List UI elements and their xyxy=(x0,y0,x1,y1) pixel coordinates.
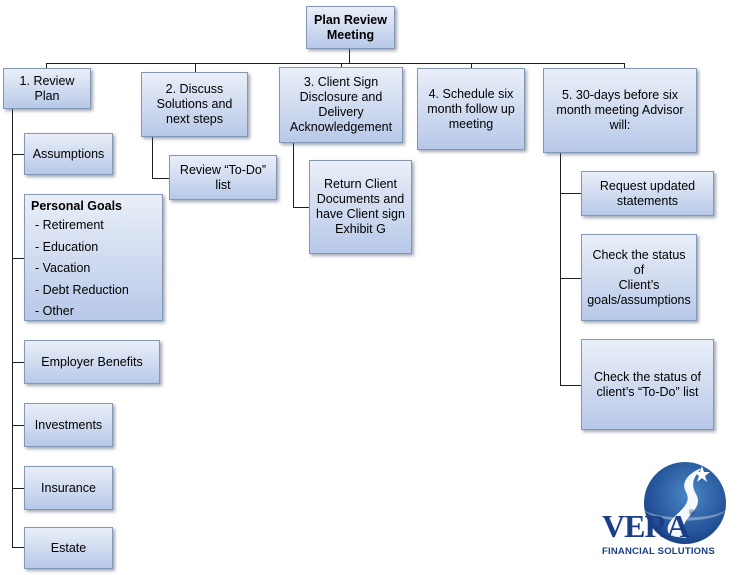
goal-item: - Debt Reduction xyxy=(35,282,129,297)
goal-item: - Education xyxy=(35,239,99,254)
branch-discuss-solutions: 2. Discuss Solutions and next steps xyxy=(141,72,248,137)
node-check-client-todo: Check the status of client’s “To-Do” lis… xyxy=(581,339,714,430)
connector-top-bar xyxy=(46,63,624,64)
connector-estate xyxy=(12,547,24,548)
node-review-todo-list: Review “To-Do” list xyxy=(169,155,277,200)
connector-employer-benefits xyxy=(12,362,24,363)
node-request-statements: Request updated statements xyxy=(581,171,714,216)
connector-discuss-spine xyxy=(152,137,153,178)
vera-globe-icon xyxy=(644,462,726,544)
connector-request-statements xyxy=(560,193,581,194)
node-assumptions: Assumptions xyxy=(24,133,113,175)
logo-wordmark: VERA® xyxy=(602,508,695,545)
connector-branch-4 xyxy=(471,63,472,68)
logo-wordmark-text: VERA xyxy=(602,508,690,544)
root-node-plan-review-meeting: Plan Review Meeting xyxy=(306,6,395,49)
connector-review-plan-spine xyxy=(12,109,13,548)
connector-client-sign-spine xyxy=(293,143,294,207)
node-personal-goals: Personal Goals - Retirement - Education … xyxy=(24,194,163,321)
branch-30-days-before: 5. 30-days before six month meeting Advi… xyxy=(543,68,697,153)
vera-financial-logo: VERA® FINANCIAL SOLUTIONS xyxy=(598,458,736,570)
connector-return-docs xyxy=(293,207,309,208)
node-estate: Estate xyxy=(24,527,113,569)
connector-assumptions xyxy=(12,154,24,155)
connector-branch-2 xyxy=(195,63,196,72)
connector-branch-5 xyxy=(624,63,625,68)
personal-goals-title: Personal Goals xyxy=(31,199,123,213)
branch-review-plan: 1. Review Plan xyxy=(3,68,91,109)
connector-30days-spine xyxy=(560,153,561,385)
connector-check-todo xyxy=(560,385,581,386)
goal-item: - Vacation xyxy=(35,261,91,275)
branch-client-sign-disclosure: 3. Client Sign Disclosure and Delivery A… xyxy=(279,67,403,143)
connector-root-down xyxy=(349,49,350,63)
goal-item: - Other xyxy=(35,304,74,318)
logo-registered-mark: ® xyxy=(688,508,695,517)
connector-branch-1 xyxy=(46,63,47,68)
logo-tagline: FINANCIAL SOLUTIONS xyxy=(602,546,715,557)
node-return-client-documents: Return Client Documents and have Client … xyxy=(309,160,412,254)
connector-branch-3 xyxy=(341,63,342,67)
branch-schedule-follow-up: 4. Schedule six month follow up meeting xyxy=(417,68,525,150)
node-investments: Investments xyxy=(24,403,113,447)
goal-item: - Retirement xyxy=(35,218,104,232)
node-check-client-goals: Check the status of Client’s goals/assum… xyxy=(581,234,697,321)
connector-insurance xyxy=(12,488,24,489)
connector-personal-goals xyxy=(12,258,24,259)
connector-check-goals xyxy=(560,278,581,279)
node-insurance: Insurance xyxy=(24,466,113,510)
connector-todo xyxy=(152,178,169,179)
connector-investments xyxy=(12,425,24,426)
node-employer-benefits: Employer Benefits xyxy=(24,340,160,384)
